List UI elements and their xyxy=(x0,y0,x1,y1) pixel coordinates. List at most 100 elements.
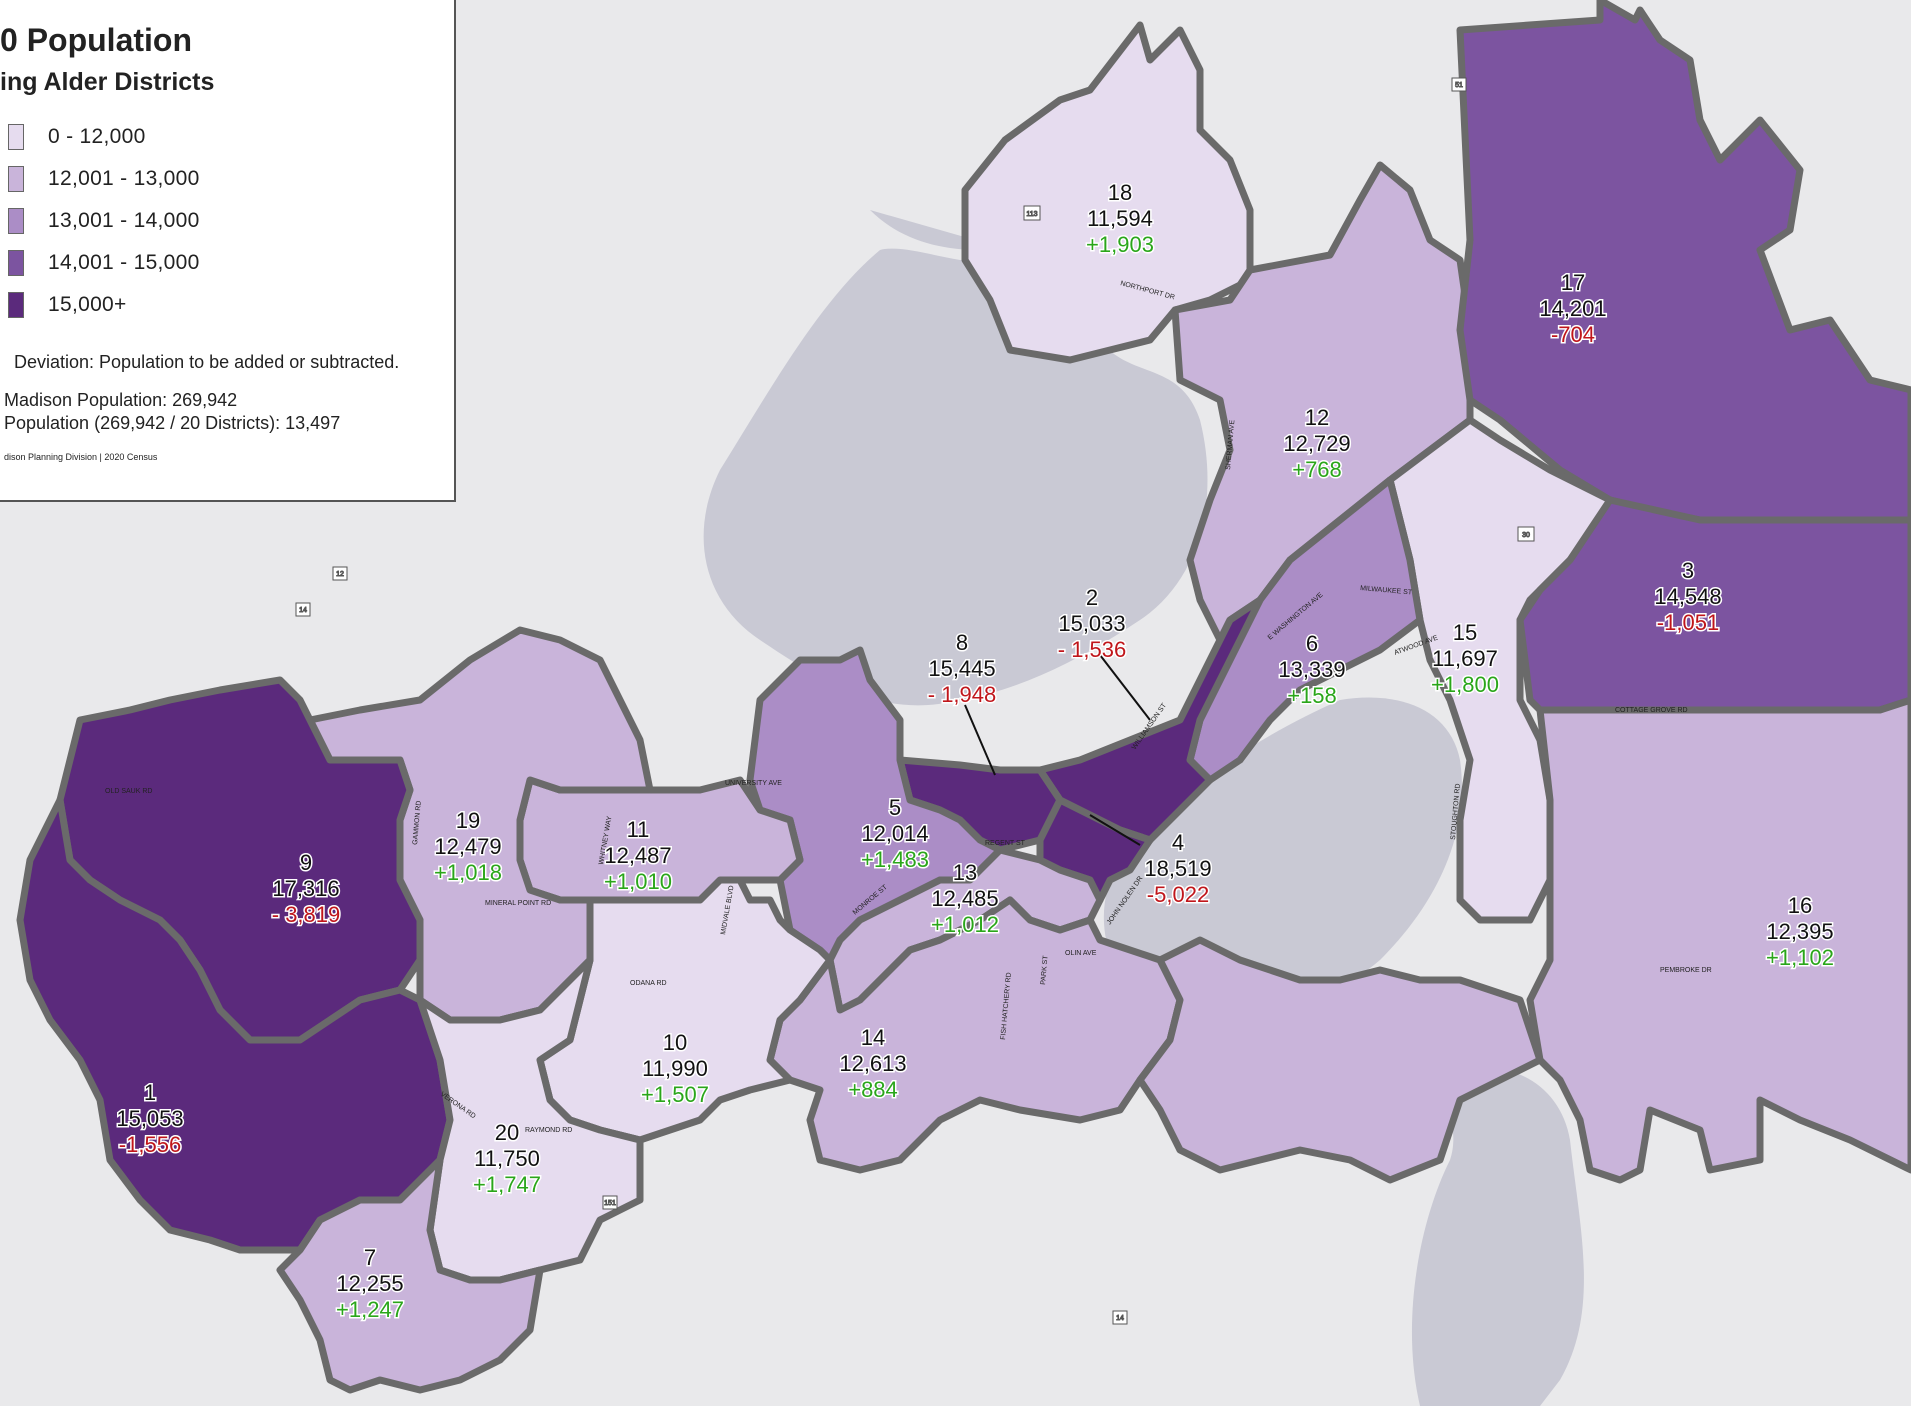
street-label: UNIVERSITY AVE xyxy=(725,780,782,787)
district-deviation: +1,483 xyxy=(861,847,929,872)
district-population: 15,033 xyxy=(1058,611,1125,636)
district-population: 11,594 xyxy=(1087,206,1153,231)
district-7 xyxy=(276,1156,544,1394)
district-population: 11,990 xyxy=(642,1056,708,1081)
district-deviation: +1,800 xyxy=(1431,672,1499,697)
legend-source: dison Planning Division | 2020 Census xyxy=(4,452,158,462)
district-population: 13,339 xyxy=(1278,657,1345,682)
district-deviation: -1,556 xyxy=(119,1132,181,1157)
district-number: 1 xyxy=(144,1080,156,1105)
district-number: 15 xyxy=(1453,620,1477,645)
legend-class-label: 15,000+ xyxy=(48,293,127,316)
legend-ideal-population: Population (269,942 / 20 Districts): 13,… xyxy=(4,413,341,433)
district-population: 14,201 xyxy=(1539,296,1606,321)
lake-mendota xyxy=(703,248,1208,706)
legend-swatch xyxy=(8,250,24,276)
street-label: REGENT ST xyxy=(985,840,1026,847)
district-number: 8 xyxy=(956,630,968,655)
svg-text:14: 14 xyxy=(299,607,307,614)
district-south-east xyxy=(1136,936,1544,1184)
district-deviation: -704 xyxy=(1551,322,1595,347)
legend-class-label: 12,001 - 13,000 xyxy=(48,167,200,190)
district-population: 11,750 xyxy=(474,1146,540,1171)
district-deviation: - 1,948 xyxy=(928,682,997,707)
district-population: 12,014 xyxy=(861,821,928,846)
street-label: ODANA RD xyxy=(630,980,667,987)
highway-shield: 151 xyxy=(602,1195,618,1210)
district-number: 3 xyxy=(1682,558,1694,583)
district-deviation: -1,051 xyxy=(1657,610,1719,635)
street-label: PARK ST xyxy=(1040,955,1050,986)
district-deviation: +1,102 xyxy=(1766,945,1834,970)
street-label: PEMBROKE DR xyxy=(1660,967,1712,974)
district-number: 2 xyxy=(1086,585,1098,610)
legend-swatch xyxy=(8,124,24,150)
highway-shield: 14 xyxy=(295,602,311,617)
district-labels: 1811,594+1,9031714,201-7041212,729+76831… xyxy=(115,179,1836,1324)
highway-shield: 12 xyxy=(332,566,348,581)
district-population: 12,487 xyxy=(604,843,671,868)
district-deviation: +158 xyxy=(1287,683,1337,708)
district-deviation: +1,903 xyxy=(1086,232,1154,257)
street-label: MINERAL POINT RD xyxy=(485,900,551,907)
street-label: GAMMON RD xyxy=(412,800,423,845)
district-deviation: - 1,536 xyxy=(1058,637,1127,662)
district-population: 11,697 xyxy=(1432,646,1498,671)
svg-text:12: 12 xyxy=(336,571,344,578)
district-deviation: +1,018 xyxy=(434,860,502,885)
svg-text:51: 51 xyxy=(1455,82,1463,89)
legend-class-label: 13,001 - 14,000 xyxy=(48,209,200,232)
district-number: 14 xyxy=(861,1025,885,1050)
district-number: 12 xyxy=(1305,405,1329,430)
svg-text:113: 113 xyxy=(1026,211,1037,218)
street-label: OLD SAUK RD xyxy=(105,788,152,795)
legend-class-5: 15,000+ xyxy=(8,291,127,319)
districts xyxy=(16,0,1911,1394)
street-label: SHERMAN AVE xyxy=(1225,419,1236,470)
district-number: 7 xyxy=(364,1245,376,1270)
street-label: COTTAGE GROVE RD xyxy=(1615,707,1688,714)
leader-lines xyxy=(964,654,1151,846)
district-deviation: +884 xyxy=(848,1077,898,1102)
legend-class-label: 0 - 12,000 xyxy=(48,125,146,148)
highway-shield: 113 xyxy=(1023,205,1041,221)
leader-2 xyxy=(1099,654,1151,721)
highway-shield: 14 xyxy=(1112,1310,1128,1325)
district-population: 12,613 xyxy=(839,1051,906,1076)
district-number: 17 xyxy=(1561,270,1585,295)
leader-4 xyxy=(1089,814,1141,846)
district-deviation: +1,507 xyxy=(641,1082,709,1107)
legend-subtitle: ing Alder Districts xyxy=(0,68,215,96)
legend-class-2: 12,001 - 13,000 xyxy=(8,165,200,193)
lake-waubesa xyxy=(1411,1068,1584,1406)
district-population: 12,485 xyxy=(931,886,998,911)
district-16 xyxy=(1526,696,1911,1184)
district-number: 20 xyxy=(495,1120,519,1145)
district-number: 19 xyxy=(456,808,480,833)
district-number: 10 xyxy=(663,1030,687,1055)
street-label: RAYMOND RD xyxy=(525,1127,572,1134)
legend-panel: 0 Population ing Alder Districts 0 - 12,… xyxy=(0,0,456,502)
district-deviation: - 3,819 xyxy=(272,902,341,927)
district-population: 12,395 xyxy=(1766,919,1833,944)
district-deviation: +1,010 xyxy=(604,869,672,894)
district-number: 9 xyxy=(300,850,312,875)
legend-class-label: 14,001 - 15,000 xyxy=(48,251,200,274)
legend-swatch xyxy=(8,292,24,318)
district-number: 6 xyxy=(1306,631,1318,656)
street-label: MILWAUKEE ST xyxy=(1360,585,1413,597)
district-population: 18,519 xyxy=(1144,856,1211,881)
legend-class-4: 14,001 - 15,000 xyxy=(8,249,200,277)
district-number: 16 xyxy=(1788,893,1812,918)
svg-text:151: 151 xyxy=(604,1200,616,1207)
legend-class-3: 13,001 - 14,000 xyxy=(8,207,200,235)
district-number: 18 xyxy=(1108,180,1132,205)
district-deviation: +768 xyxy=(1292,457,1342,482)
district-deviation: +1,247 xyxy=(336,1297,404,1322)
district-number: 5 xyxy=(889,795,901,820)
district-population: 12,255 xyxy=(336,1271,403,1296)
district-deviation: +1,012 xyxy=(931,912,999,937)
street-label: STOUGHTON RD xyxy=(1450,783,1462,840)
district-population: 15,053 xyxy=(116,1106,183,1131)
